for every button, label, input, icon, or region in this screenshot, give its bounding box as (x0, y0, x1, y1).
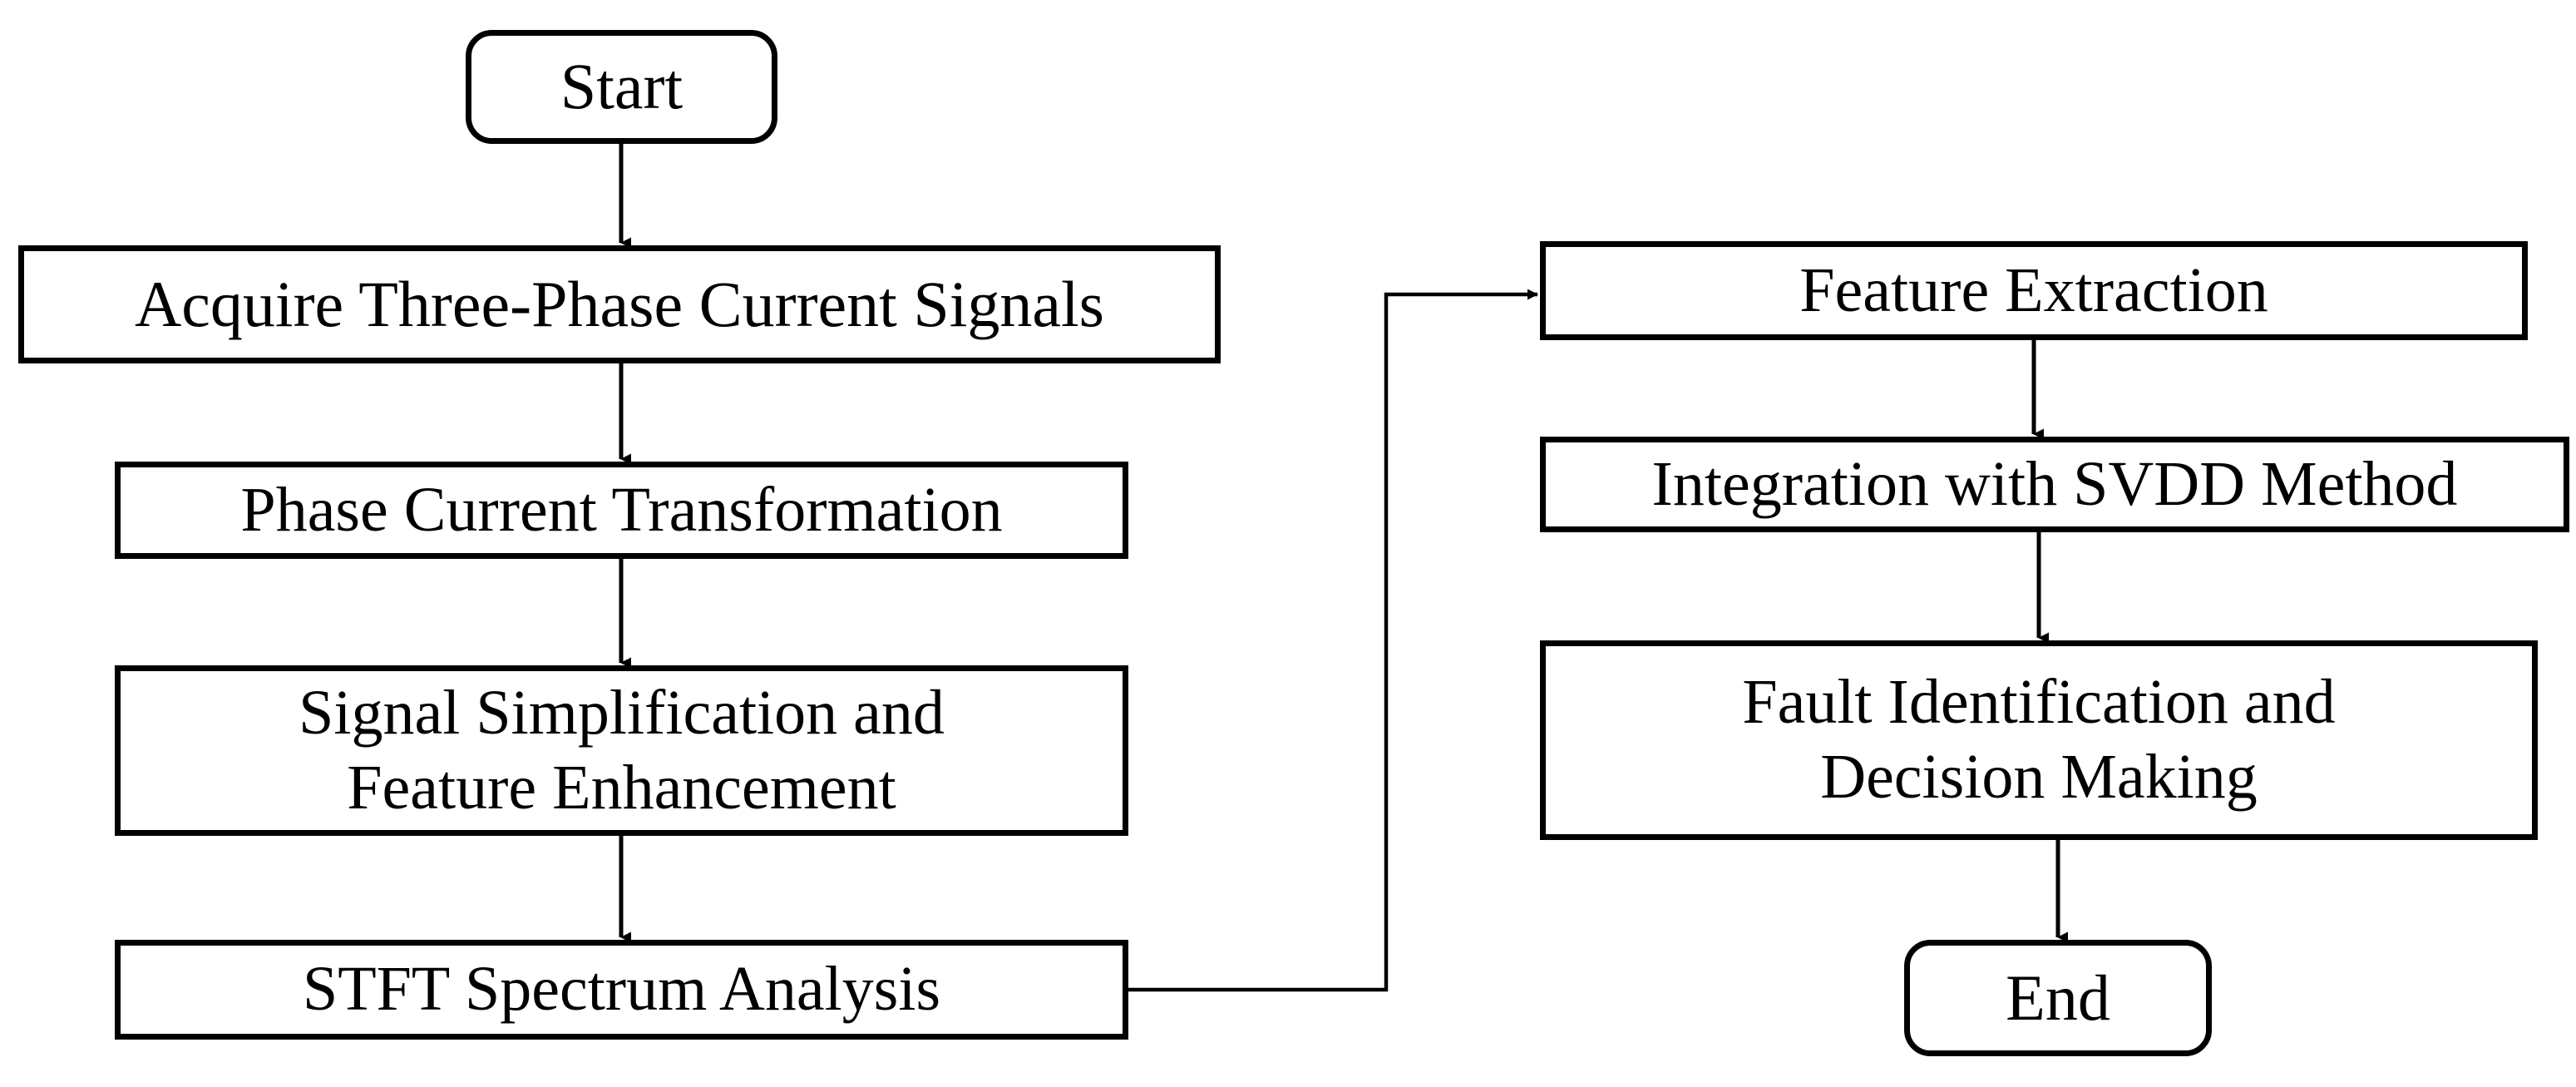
node-box-feature[interactable] (1540, 241, 2528, 340)
node-box-acquire[interactable] (18, 245, 1221, 363)
node-box-simplify[interactable] (115, 665, 1128, 836)
node-box-end[interactable] (1904, 940, 2212, 1056)
connector-layer (619, 144, 2068, 992)
node-box-svdd[interactable] (1540, 437, 2569, 532)
node-shape-layer (18, 30, 2569, 1056)
node-box-start[interactable] (466, 30, 777, 144)
node-box-transform[interactable] (115, 462, 1128, 559)
node-box-fault[interactable] (1540, 640, 2538, 840)
connector-stft-to-feature (1128, 289, 1538, 992)
node-box-stft[interactable] (115, 940, 1128, 1040)
